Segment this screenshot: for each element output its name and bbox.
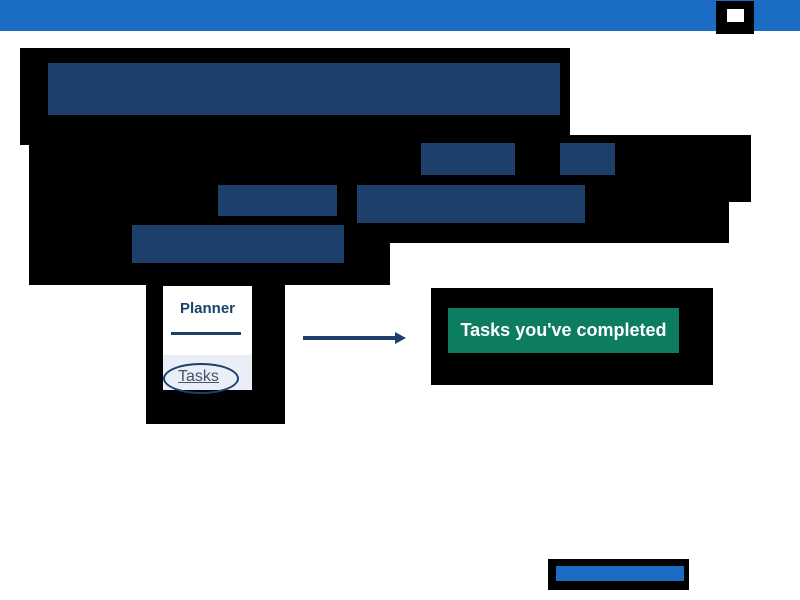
redacted-line-3a (218, 185, 337, 216)
close-icon (727, 9, 744, 22)
arrow-line (303, 336, 395, 340)
tasks-completed-button[interactable]: Tasks you've completed (448, 308, 679, 353)
completed-panel: Tasks you've completed (431, 288, 713, 385)
redacted-line-1 (48, 63, 560, 115)
top-bar (0, 0, 800, 31)
planner-title: Planner (179, 300, 236, 317)
planner-nav: Planner Tasks (163, 286, 252, 394)
arrow-right-icon (395, 332, 406, 344)
tasks-link[interactable]: Tasks (178, 368, 219, 385)
redacted-line-2a (421, 143, 515, 175)
redacted-line-4 (132, 225, 344, 263)
highlight-oval (163, 363, 239, 394)
planner-panel: Planner Tasks (146, 283, 285, 424)
close-button[interactable] (716, 1, 754, 34)
redacted-line-2b (560, 143, 615, 175)
bottom-button-fill (556, 566, 684, 581)
redacted-line-3b (357, 185, 585, 223)
tasks-row: Tasks (163, 355, 252, 394)
active-tab-indicator (171, 332, 241, 335)
bottom-button[interactable] (548, 559, 689, 590)
